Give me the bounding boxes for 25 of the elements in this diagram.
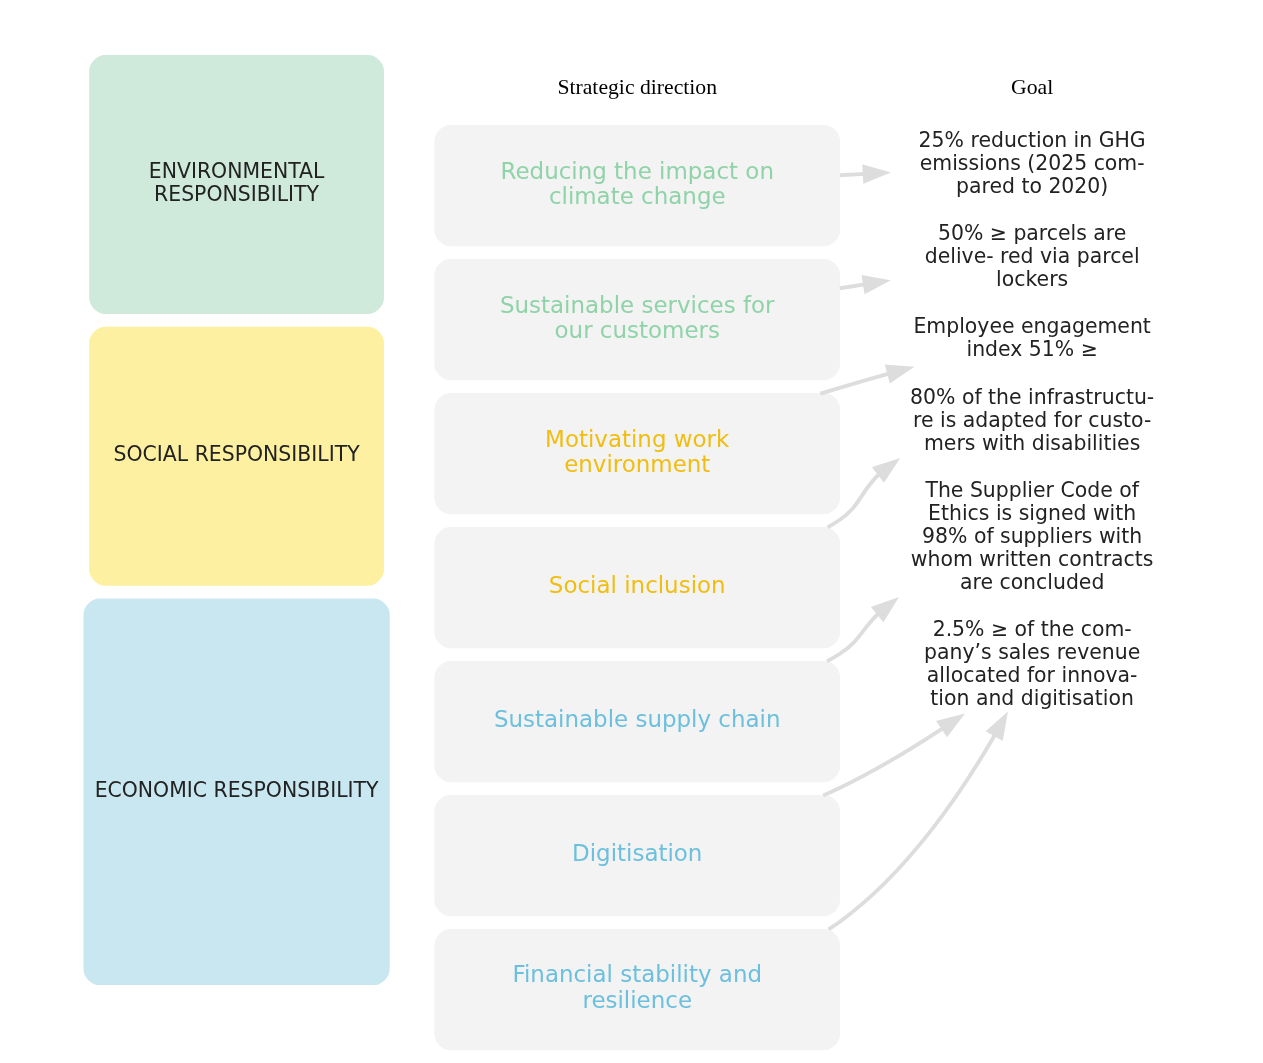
node-box: SOCIAL RESPONSIBILITY: [89, 326, 384, 586]
node-box: Financial stability and resilience: [434, 928, 841, 1051]
label: Strategic direction: [557, 74, 718, 99]
node-text: 2.5% ≥ of the com- pany’s sales revenue allocated for innova- tion and digitisation: [924, 616, 1141, 710]
arrow: [822, 713, 965, 798]
node-text: 80% of the infrastructu- re is adapted for custo- mers with disabilities: [910, 384, 1155, 455]
arrow: [819, 364, 915, 396]
arrow: [826, 596, 899, 664]
node-box: Sustainable services for our customers: [434, 259, 841, 381]
node-text: Employee engagement index 51% ≥: [913, 314, 1151, 362]
node-box: Social inclusion: [434, 527, 841, 649]
node-box: Digitisation: [434, 795, 841, 917]
arrow: [827, 711, 1008, 932]
node-box: ENVIRONMENTAL RESPONSIBILITY: [89, 54, 384, 314]
arrow: [826, 457, 901, 530]
node-text: 25% reduction in GHG emissions (2025 com- pared to 2020): [918, 128, 1146, 199]
arrow: [839, 274, 891, 295]
node-box: ECONOMIC RESPONSIBILITY: [83, 598, 390, 986]
node-box: Reducing the impact on climate change: [434, 125, 841, 247]
node-box: Motivating work environment: [434, 393, 841, 515]
node-text: The Supplier Code of Ethics is signed with 98% of suppliers with whom written contracts are concluded: [910, 477, 1154, 594]
node-box: Sustainable supply chain: [434, 661, 841, 783]
arrow: [839, 164, 891, 184]
label: Goal: [1011, 74, 1054, 99]
node-text: 50% ≥ parcels are delive- red via parcel lockers: [924, 221, 1140, 292]
